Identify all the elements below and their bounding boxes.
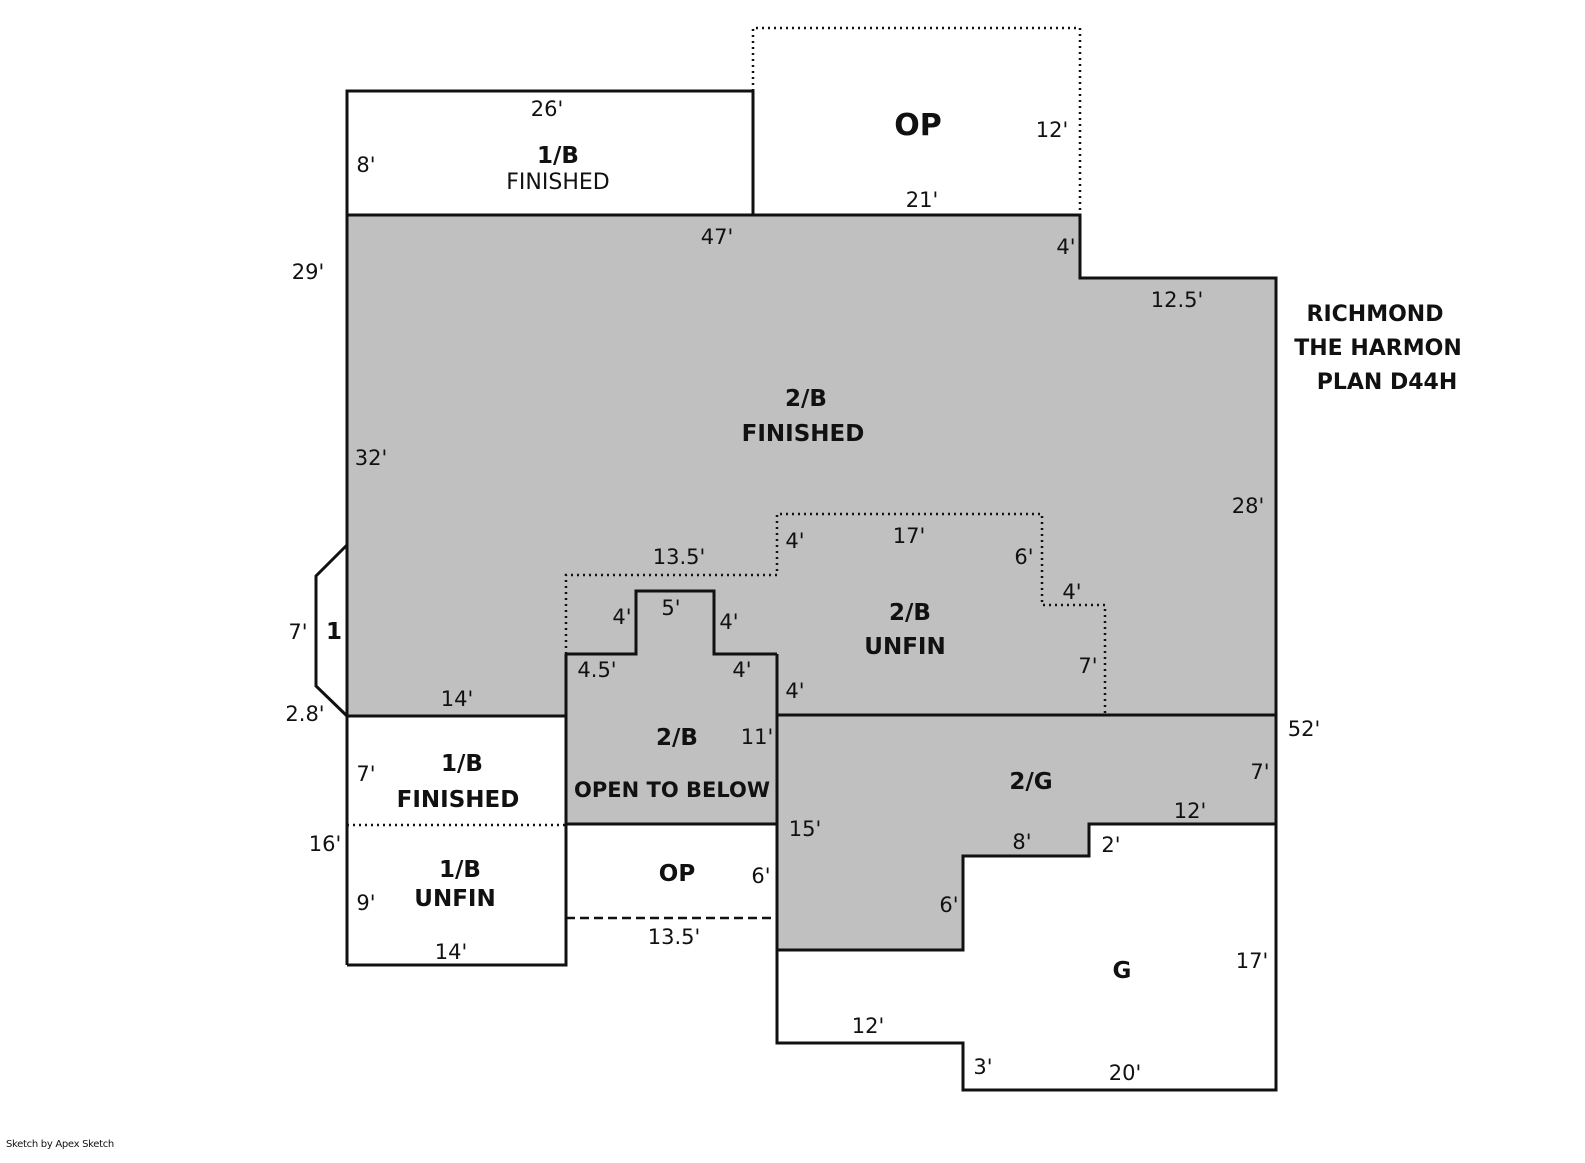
dotted-unfinished-outline [564,512,1107,715]
dim-label: 17' [1236,949,1269,973]
area-code-2b-unfin: 2/B [889,600,931,626]
second-floor-finished-area [347,215,1276,716]
dim-label: 28' [1232,494,1265,518]
dim-label: 11' [741,725,774,749]
dim-label: 8' [356,153,375,177]
dim-label: 7' [356,762,375,786]
area-code-1b-top: 1/B [537,143,579,169]
dim-label: 12' [1174,799,1207,823]
dim-label: 2.8' [285,702,324,726]
dim-label: 14' [435,940,468,964]
area-code-1b-finished-left: 1/B [441,751,483,777]
dim-label: 6' [939,893,958,917]
wall-main-outline [347,213,1278,1092]
dim-label: 9' [356,891,375,915]
area-code-op-top: OP [894,108,942,143]
area-desc-1b-unfin-left: UNFIN [414,886,495,912]
dim-label: 2' [1101,833,1120,857]
area-desc-2b-open: OPEN TO BELOW [574,778,770,802]
area-desc-1b-finished-left: FINISHED [397,787,520,813]
dim-label: 16' [309,832,342,856]
dim-label: 7' [1250,760,1269,784]
dim-label: 5' [661,596,680,620]
dim-label: 12' [852,1014,885,1038]
dim-label: 47' [701,225,734,249]
area-code-1b-unfin-left: 1/B [439,857,481,883]
second-floor-garage-area [777,715,1276,950]
dim-label: 4' [785,529,804,553]
dim-label: 13.5' [653,545,706,569]
dim-label: 4' [719,610,738,634]
wall-bay-window [314,543,349,718]
dim-label: 52' [1288,717,1321,741]
dim-label: 15' [789,817,822,841]
wall-garage2-bottom [777,822,1276,952]
dim-label: 7' [1078,654,1097,678]
dim-label: 4' [1056,235,1075,259]
area-code-2g: 2/G [1009,769,1052,795]
dim-label: 13.5' [648,925,701,949]
dim-label: 14' [441,687,474,711]
wall-open-to-below [566,589,777,656]
dim-label: 4' [1062,580,1081,604]
footer-credit: Sketch by Apex Sketch [6,1139,114,1150]
dim-label: 3' [973,1055,992,1079]
dim-label: 4' [785,679,804,703]
second-floor-open-to-below-area [566,591,777,824]
dim-label: 29' [292,260,325,284]
title-line-1: RICHMOND [1307,302,1444,327]
area-code-op-bottom: OP [659,861,695,887]
dim-label: 8' [1012,830,1031,854]
title-line-3: PLAN D44H [1317,370,1458,395]
area-code-g: G [1113,958,1132,984]
dim-label: 20' [1109,1061,1142,1085]
dim-label: 6' [1014,545,1033,569]
area-desc-2b-unfin: UNFIN [864,634,945,660]
area-desc-1b-top: FINISHED [506,170,609,195]
wall-bottom-left [347,654,568,967]
dim-label: 4' [732,658,751,682]
dim-label: 12' [1036,118,1069,142]
title-line-2: THE HARMON [1294,336,1462,361]
dim-label: 21' [906,188,939,212]
dim-label: 17' [893,524,926,548]
dim-label: 4.5' [577,658,616,682]
area-code-2b-open: 2/B [656,725,698,751]
dim-label: 6' [751,864,770,888]
dim-label: 4' [612,605,631,629]
dotted-porch-top [751,26,1082,215]
wall-top-1b [345,89,755,215]
dim-label: 32' [355,446,388,470]
dim-label: 7' [288,620,307,644]
area-code-2b-finished: 2/B [785,386,827,412]
area-desc-2b-finished: FINISHED [742,421,865,447]
area-code-bay: 1 [326,619,342,645]
dim-label: 26' [531,97,564,121]
dim-label: 12.5' [1151,288,1204,312]
